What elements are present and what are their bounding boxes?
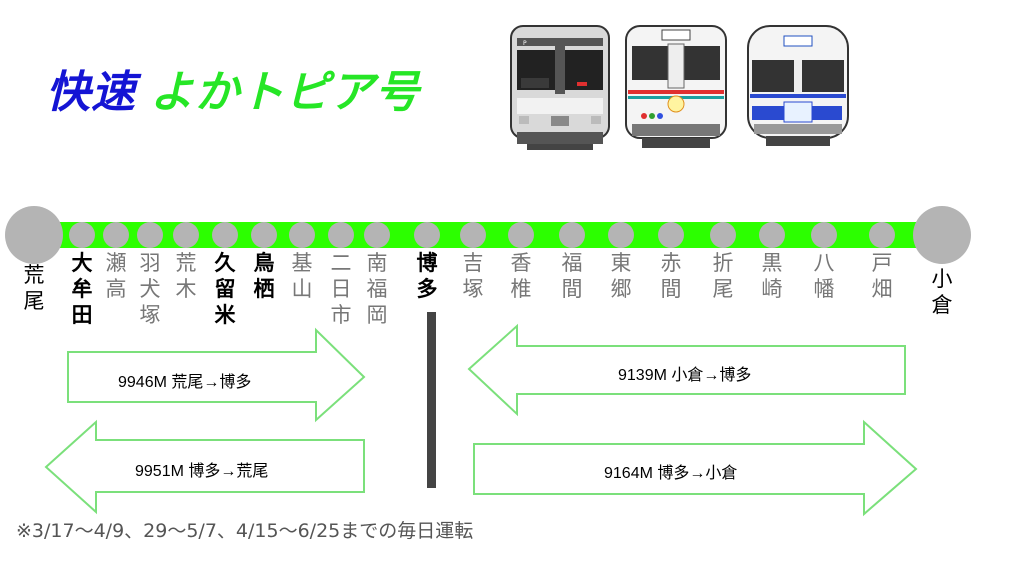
service-name-label: よかトピア号	[150, 67, 420, 118]
station-marker	[212, 222, 238, 248]
route-line	[34, 222, 942, 248]
station-label: 戸畑	[871, 251, 893, 301]
station-label: 黒崎	[761, 251, 783, 301]
station-marker	[69, 222, 95, 248]
station-label: 東郷	[610, 251, 632, 301]
service-label-9946m: 9946M 荒尾→博多	[118, 374, 252, 391]
station-label: 基山	[291, 251, 313, 301]
hakata-divider	[427, 312, 436, 488]
station-marker	[811, 222, 837, 248]
service-arrow-9951m	[44, 419, 365, 515]
station-marker	[364, 222, 390, 248]
service-label-9951m: 9951M 博多→荒尾	[135, 463, 269, 480]
station-label: 香椎	[510, 251, 532, 301]
service-arrow-9946m	[67, 327, 366, 423]
station-marker	[103, 222, 129, 248]
train-813-icon: P	[510, 25, 610, 150]
station-label: 瀬高	[105, 251, 127, 301]
station-label: 赤間	[660, 251, 682, 301]
station-label: 二日市	[330, 251, 352, 327]
station-marker	[328, 222, 354, 248]
station-label: 大牟田	[71, 251, 93, 327]
service-label-9164m: 9164M 博多→小倉	[604, 465, 738, 482]
station-marker	[508, 222, 534, 248]
train-713-icon	[625, 25, 727, 148]
station-label: 小倉	[931, 267, 953, 317]
station-marker	[173, 222, 199, 248]
station-marker	[608, 222, 634, 248]
station-marker	[414, 222, 440, 248]
station-marker	[658, 222, 684, 248]
station-marker	[137, 222, 163, 248]
station-label: 久留米	[214, 251, 236, 327]
station-marker	[759, 222, 785, 248]
train-415-icon	[747, 25, 849, 146]
station-label: 折尾	[712, 251, 734, 301]
station-marker	[460, 222, 486, 248]
station-marker	[710, 222, 736, 248]
station-marker	[869, 222, 895, 248]
station-label: 福間	[561, 251, 583, 301]
station-label: 八幡	[813, 251, 835, 301]
service-arrow-9139m	[467, 323, 906, 417]
station-marker	[559, 222, 585, 248]
station-marker	[289, 222, 315, 248]
service-arrow-9164m	[473, 419, 918, 517]
service-type-label: 快速	[46, 67, 136, 118]
service-title: 快速よかトピア号	[46, 56, 420, 120]
station-label: 荒木	[175, 251, 197, 301]
station-label: 南福岡	[366, 251, 388, 327]
station-marker	[913, 206, 971, 264]
station-label: 吉塚	[462, 251, 484, 301]
svg-text:P: P	[523, 40, 527, 47]
station-marker	[5, 206, 63, 264]
station-label: 羽犬塚	[139, 251, 161, 327]
station-label: 荒尾	[23, 263, 45, 313]
station-marker	[251, 222, 277, 248]
station-label: 博多	[416, 251, 438, 301]
station-label: 鳥栖	[253, 251, 275, 301]
service-label-9139m: 9139M 小倉→博多	[618, 367, 752, 384]
operation-note: ※3/17〜4/9、29〜5/7、4/15〜6/25までの毎日運転	[16, 520, 474, 542]
